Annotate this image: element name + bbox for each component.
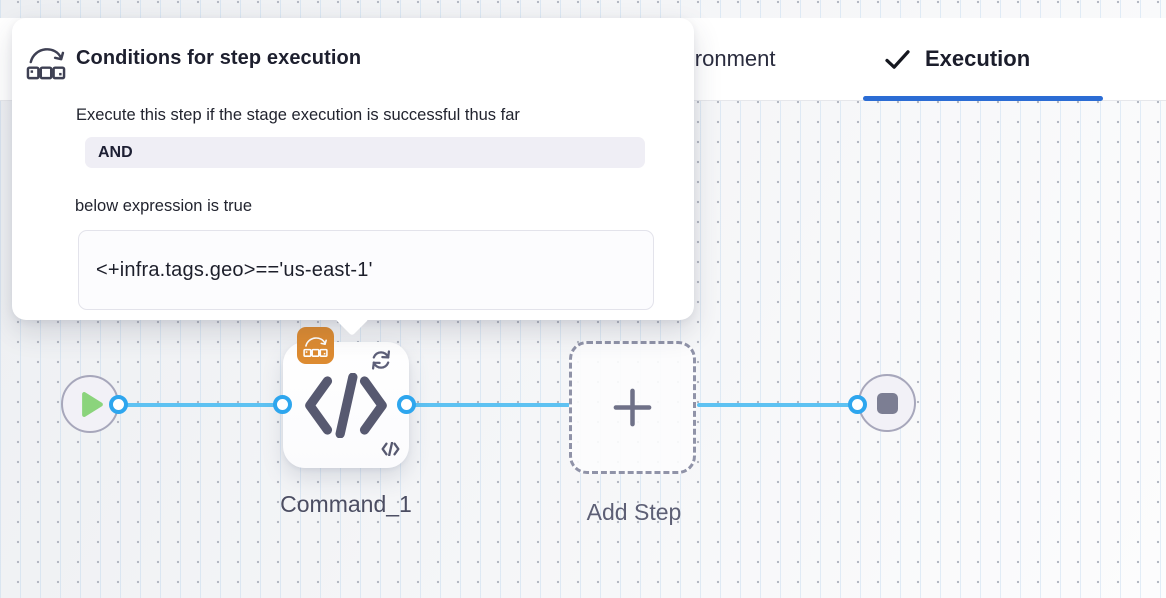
conditional-execution-icon bbox=[303, 336, 328, 357]
connector-line bbox=[697, 403, 852, 407]
loop-strategy-icon bbox=[368, 348, 394, 377]
pipeline-end-node[interactable] bbox=[858, 374, 916, 432]
connector-point[interactable] bbox=[397, 395, 416, 414]
code-icon-small bbox=[381, 441, 400, 461]
expression-value: <+infra.tags.geo>=='us-east-1' bbox=[78, 230, 654, 310]
expression-intro: below expression is true bbox=[75, 197, 253, 215]
play-icon bbox=[81, 391, 104, 418]
add-step-button[interactable] bbox=[569, 341, 696, 474]
tab-execution-label: Execution bbox=[925, 46, 1031, 71]
connector-point[interactable] bbox=[848, 395, 867, 414]
connector-line bbox=[122, 403, 284, 407]
code-icon bbox=[303, 372, 389, 443]
operator-chip: AND bbox=[85, 137, 645, 168]
step-node-label: Command_1 bbox=[280, 491, 412, 517]
add-step-label: Add Step bbox=[586, 499, 682, 525]
plus-icon bbox=[611, 386, 654, 429]
tab-execution[interactable]: Execution bbox=[884, 18, 1030, 100]
connector-line bbox=[409, 403, 570, 407]
stop-icon bbox=[876, 392, 898, 414]
conditional-execution-icon bbox=[25, 43, 67, 86]
check-icon bbox=[884, 49, 911, 70]
active-tab-underline bbox=[863, 96, 1103, 101]
popover-title: Conditions for step execution bbox=[76, 47, 362, 69]
conditional-execution-badge[interactable] bbox=[297, 327, 334, 364]
connector-point[interactable] bbox=[273, 395, 292, 414]
conditions-popover: Conditions for step execution Execute th… bbox=[12, 18, 694, 336]
popover-description: Execute this step if the stage execution… bbox=[76, 106, 520, 124]
connector-point[interactable] bbox=[109, 395, 128, 414]
step-node-command-1[interactable] bbox=[283, 327, 409, 468]
